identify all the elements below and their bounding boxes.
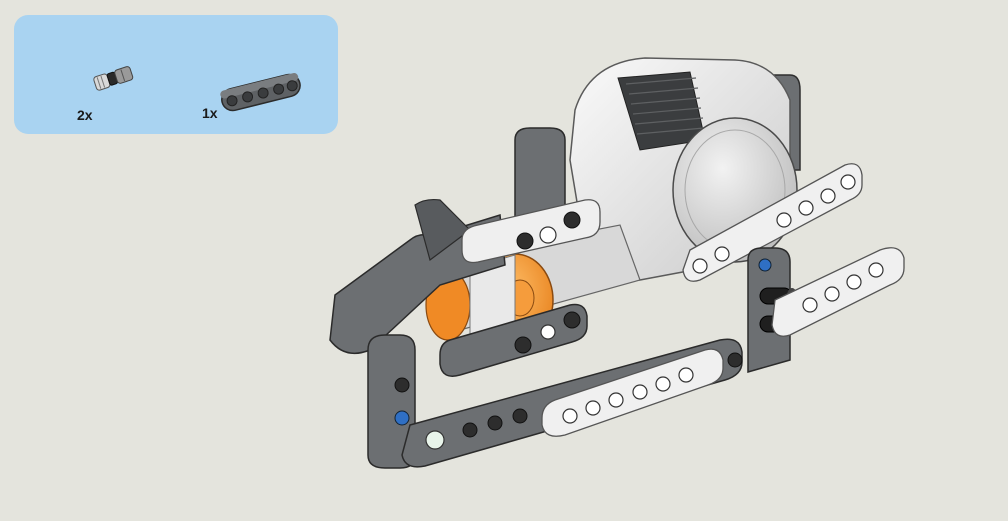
part-count-beam: 1x bbox=[202, 105, 218, 121]
blue-axle-pin-icon bbox=[758, 258, 772, 272]
dark-beam-middle bbox=[439, 303, 588, 377]
liftarm-5-icon bbox=[220, 73, 301, 112]
frame-left-angled bbox=[329, 198, 506, 355]
vertical-beam-upper bbox=[514, 127, 566, 226]
blue-axle-pin-icon bbox=[394, 410, 410, 426]
friction-pin-icon bbox=[93, 66, 134, 91]
vertical-beam-right bbox=[747, 247, 791, 373]
light-beam-upper bbox=[461, 199, 601, 264]
part-count-pin: 2x bbox=[77, 107, 93, 123]
vertical-beam-left bbox=[367, 334, 416, 469]
parts-list-panel: 2x 1x bbox=[14, 15, 338, 134]
light-beam-bottom bbox=[541, 348, 724, 437]
light-beam-right-upper bbox=[682, 163, 863, 282]
parts-illustration bbox=[93, 66, 301, 112]
light-beam-right-lower bbox=[771, 247, 905, 337]
